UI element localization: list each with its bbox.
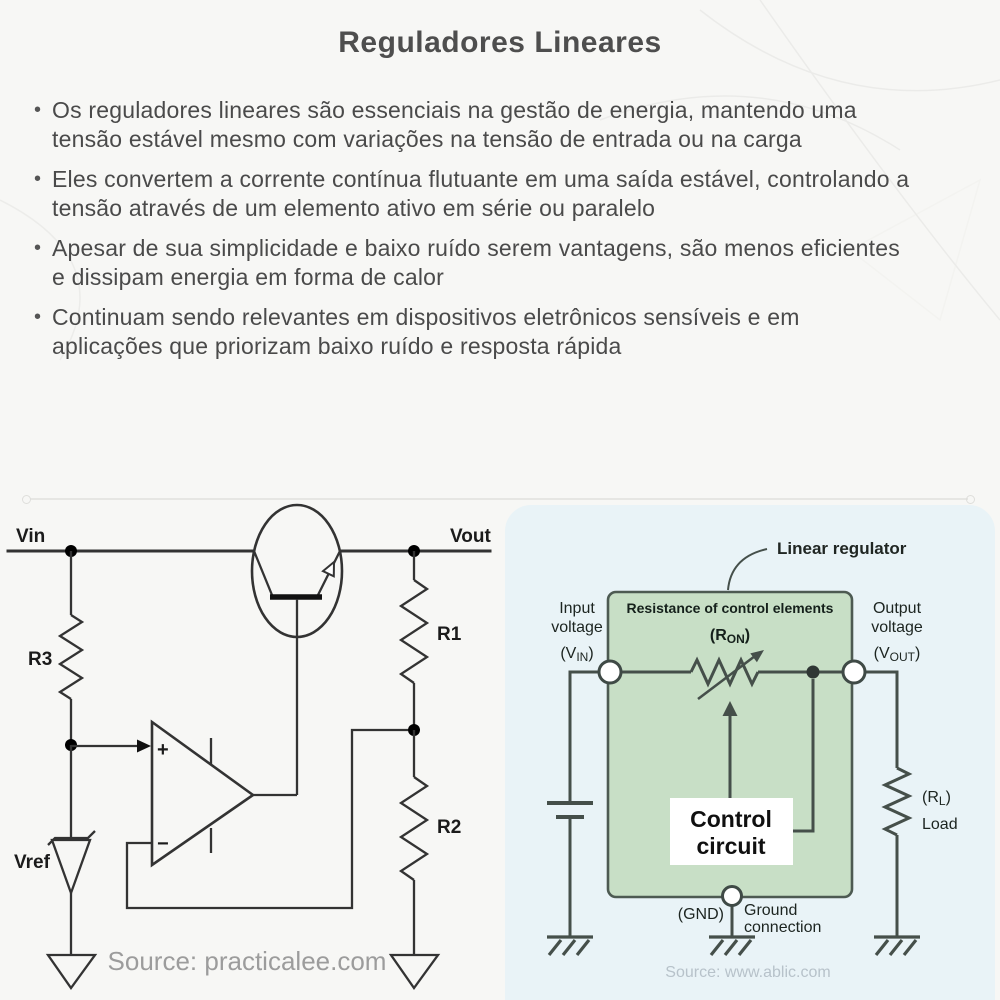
ground-connection-line1: Ground [744, 902, 797, 919]
list-item: • Os reguladores lineares são essenciais… [34, 96, 924, 154]
pass-transistor [250, 503, 344, 795]
output-terminal [841, 659, 867, 685]
svg-text:Output: Output [873, 600, 922, 617]
vout-label: Vout [450, 526, 491, 547]
zener-diode-vref [47, 745, 96, 955]
rl-label: (RL) [922, 789, 951, 808]
bullet-icon: • [34, 237, 42, 259]
vref-label: Vref [14, 852, 51, 873]
input-voltage-label: Input voltage (VIN) [551, 600, 603, 664]
ground-icon [547, 935, 593, 956]
box-title: Resistance of control elements [627, 600, 834, 616]
svg-text:voltage: voltage [551, 619, 603, 636]
resistor-r3 [57, 551, 85, 745]
variable-resistor [621, 650, 843, 701]
linear-regulator-panel: Linear regulator Resistance of control e… [505, 505, 995, 1000]
load-label: Load [922, 816, 958, 833]
op-amp: + − [150, 719, 297, 868]
plus-input-wire [71, 739, 151, 753]
ground-icon [709, 935, 755, 956]
opamp-minus-sign: − [157, 833, 169, 855]
bullet-list: • Os reguladores lineares são essenciais… [34, 96, 924, 372]
feedback-loop-wire [125, 728, 408, 910]
divider-end-dot [966, 495, 975, 504]
block-diagram: Linear regulator Resistance of control e… [547, 539, 958, 981]
bullet-text: Continuam sendo relevantes em dispositiv… [52, 304, 800, 359]
ground-icon [388, 953, 441, 990]
resistor-r2 [398, 730, 430, 955]
gnd-label: (GND) [678, 906, 724, 923]
source-credit: Source: www.ablic.com [665, 964, 830, 981]
svg-text:(VIN): (VIN) [560, 645, 593, 664]
bullet-icon: • [34, 168, 42, 190]
control-circuit: Control circuit [670, 679, 815, 865]
input-terminal [597, 659, 623, 685]
bullet-icon: • [34, 99, 42, 121]
load-resistor [881, 766, 913, 837]
battery-icon [547, 801, 593, 819]
ground-connection-line2: connection [744, 919, 821, 936]
control-label-line1: Control [690, 806, 772, 832]
pointer-label: Linear regulator [777, 539, 907, 558]
output-voltage-label: Output voltage (VOUT) [871, 600, 923, 664]
gnd-terminal [721, 885, 743, 907]
source-credit: Source: practicalee.com [108, 946, 387, 976]
r3-label: R3 [28, 649, 52, 670]
control-label-line2: circuit [696, 833, 765, 859]
resistor-r1 [398, 551, 430, 730]
bullet-text: Eles convertem a corrente contínua flutu… [52, 166, 910, 221]
resistor-arrow-icon [750, 650, 764, 663]
opamp-plus-sign: + [157, 739, 169, 761]
list-item: • Continuam sendo relevantes em disposit… [34, 303, 924, 361]
bullet-icon: • [34, 306, 42, 328]
divider-end-dot [22, 495, 31, 504]
linear-regulator-schematic: Vin Vout R3 + − R1 R2 [6, 503, 492, 990]
r1-label: R1 [437, 624, 462, 645]
ground-icon [45, 953, 98, 990]
pointer-curve [727, 548, 768, 591]
list-item: • Eles convertem a corrente contínua flu… [34, 165, 924, 223]
section-divider [30, 498, 968, 500]
ron-label: (RON) [710, 627, 750, 646]
bullet-text: Apesar de sua simplicidade e baixo ruído… [52, 235, 900, 290]
svg-text:voltage: voltage [871, 619, 923, 636]
svg-text:(VOUT): (VOUT) [874, 645, 921, 664]
ground-icon [874, 935, 920, 956]
r2-label: R2 [437, 817, 461, 838]
list-item: • Apesar de sua simplicidade e baixo ruí… [34, 234, 924, 292]
vin-label: Vin [16, 526, 45, 547]
svg-text:Input: Input [559, 600, 595, 617]
up-arrow-icon [722, 701, 738, 716]
bullet-text: Os reguladores lineares são essenciais n… [52, 97, 857, 152]
page-title: Reguladores Lineares [338, 26, 662, 59]
emitter-arrow-icon [321, 559, 336, 578]
output-junction-dot [806, 665, 820, 679]
